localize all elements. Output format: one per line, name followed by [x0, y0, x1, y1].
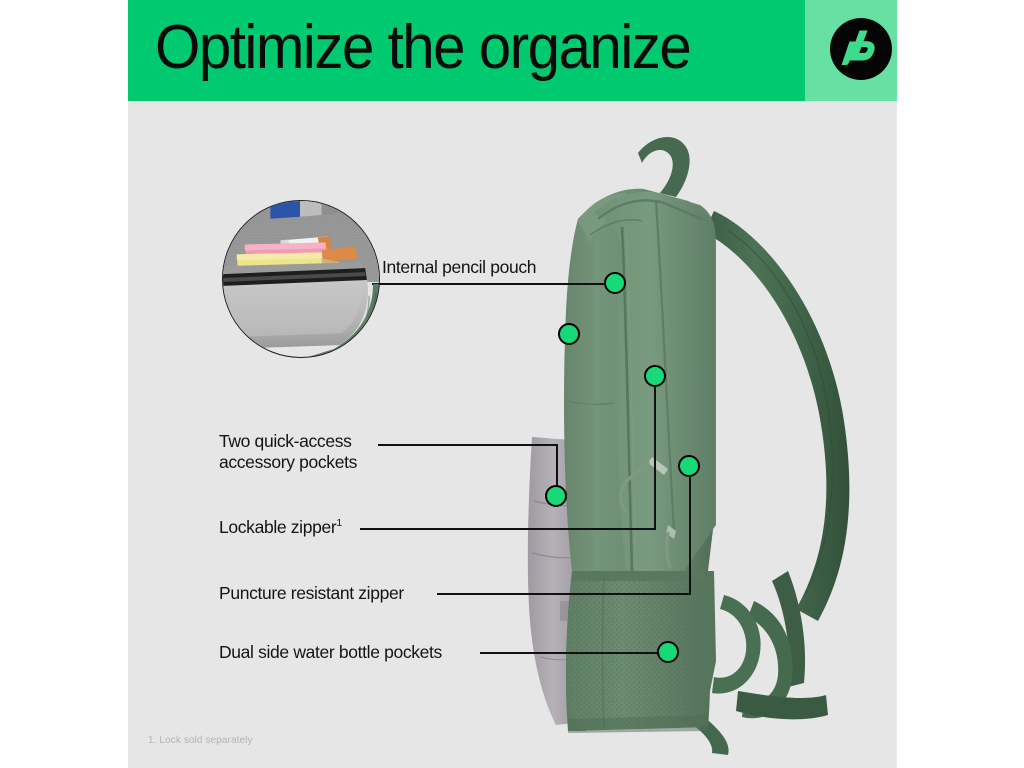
- callout-label-dual-side-water-bottle-pockets: Dual side water bottle pockets: [219, 642, 442, 663]
- hotspot-puncture-zipper-2[interactable]: [678, 455, 700, 477]
- callout-label-internal-pencil-pouch: Internal pencil pouch: [382, 257, 537, 278]
- callout-label-lockable-zipper: Lockable zipper1: [219, 517, 342, 538]
- hotspot-lockable-zipper[interactable]: [558, 323, 580, 345]
- leader-line-lockable-zipper-h: [360, 528, 656, 530]
- callout-text: Puncture resistant zipper: [219, 583, 404, 603]
- hotspot-water-bottle-pockets[interactable]: [657, 641, 679, 663]
- leader-line-puncture-zipper-h: [437, 593, 691, 595]
- callout-text-line1: Two quick-access: [219, 431, 352, 451]
- callout-text: Lockable zipper: [219, 517, 337, 537]
- leader-line-puncture-zipper-v: [689, 476, 691, 594]
- leader-line-water-bottle-pockets: [480, 652, 668, 654]
- leader-line-two-quick-access-v: [556, 444, 558, 496]
- callout-text-line2: accessory pockets: [219, 452, 357, 472]
- leader-line-two-quick-access-h: [378, 444, 558, 446]
- hotspot-two-quick-access[interactable]: [545, 485, 567, 507]
- hotspot-internal-pencil-pouch[interactable]: [604, 272, 626, 294]
- footnote-marker: 1: [336, 517, 342, 530]
- callout-text: Dual side water bottle pockets: [219, 642, 442, 662]
- leader-line-internal-pencil-pouch: [372, 283, 616, 285]
- page-title: Optimize the organize: [155, 13, 692, 82]
- hotspot-puncture-zipper[interactable]: [644, 365, 666, 387]
- leader-line-lockable-zipper-v: [654, 380, 656, 528]
- hp-logo-icon: [829, 17, 893, 81]
- callout-label-puncture-resistant-zipper: Puncture resistant zipper: [219, 583, 404, 604]
- callout-label-two-quick-access: Two quick-access accessory pockets: [219, 431, 357, 473]
- callout-text: Internal pencil pouch: [382, 257, 537, 277]
- inset-pencil-pouch-closeup: [222, 200, 380, 358]
- footnote-text: 1. Lock sold separately: [148, 735, 253, 746]
- content-background: [128, 101, 897, 768]
- header-banner: [128, 0, 897, 101]
